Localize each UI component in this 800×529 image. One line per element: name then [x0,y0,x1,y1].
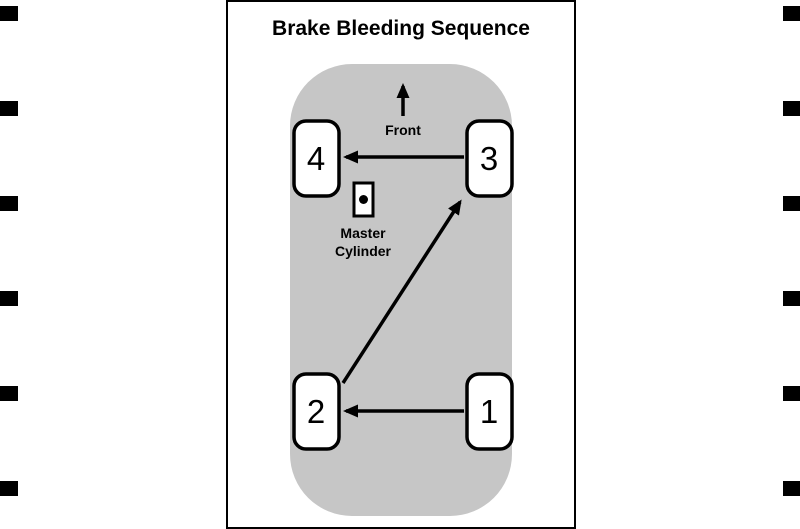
master-cylinder-label-line2: Cylinder [335,243,392,259]
edge-mark [783,101,800,116]
wheel-rear-left-number: 2 [307,393,325,430]
diagram-panel: Brake Bleeding Sequence Front 4 3 2 1 [226,0,576,529]
wheel-rear-left-shape [292,372,341,451]
wheel-front-left-number: 4 [307,140,325,177]
edge-mark [0,101,18,116]
wheel-front-right-shape [465,119,514,198]
brake-bleeding-diagram: Brake Bleeding Sequence Front 4 3 2 1 [272,17,530,516]
edge-mark [0,386,18,401]
front-label: Front [385,122,421,138]
edge-mark [0,481,18,496]
wheel-rear-right-shape [465,372,514,451]
edge-mark [783,291,800,306]
edge-mark [783,386,800,401]
wheel-front-left: 4 [292,119,341,198]
car-body [290,64,512,516]
page-title: Brake Bleeding Sequence [272,17,530,40]
wheel-rear-right: 1 [465,372,514,451]
edge-mark [783,6,800,21]
master-cylinder: Master Cylinder [335,181,392,259]
edge-mark [0,196,18,211]
edge-mark [783,196,800,211]
arrow-2-to-3 [341,199,462,384]
master-cylinder-label-line1: Master [340,225,386,241]
edge-mark [0,291,18,306]
edge-mark [783,481,800,496]
wheel-rear-left: 2 [292,372,341,451]
edge-mark [0,6,18,21]
wheel-front-left-shape [292,119,341,198]
wheel-front-right: 3 [465,119,514,198]
wheel-front-right-number: 3 [480,140,498,177]
wheel-rear-right-number: 1 [480,393,498,430]
master-cylinder-dot-icon [359,195,368,204]
